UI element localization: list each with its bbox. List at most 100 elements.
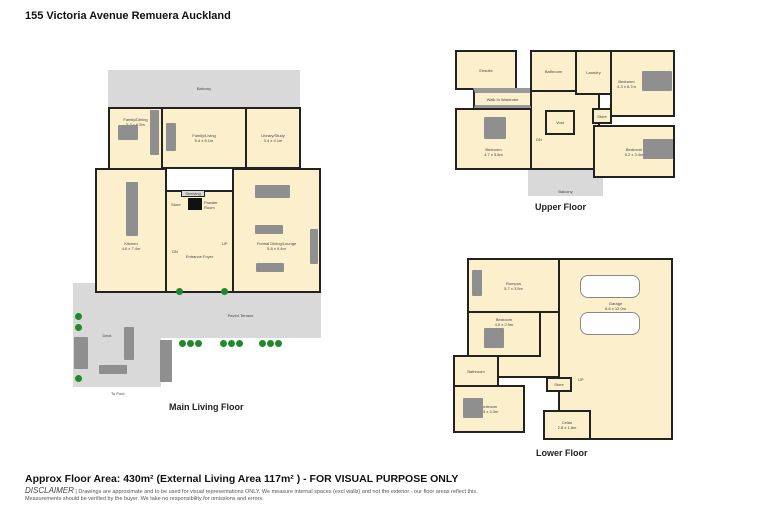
- property-address-title: 155 Victoria Avenue Remuera Auckland: [25, 10, 231, 22]
- room-name: Rumpus: [506, 280, 521, 286]
- room-name: Deck: [102, 332, 112, 338]
- room-dims: 5.4 x 6.1m: [194, 138, 214, 143]
- room-name: Walk In Wardrobe: [486, 96, 519, 102]
- room-dims: 5.2 x 3.4m: [624, 151, 644, 157]
- room-name: Bedroom: [618, 78, 635, 84]
- stairs-down-label: DN: [172, 249, 178, 254]
- room-name: Void: [556, 120, 564, 125]
- plant-icon: [176, 288, 183, 295]
- room-name: Kitchen: [124, 240, 138, 246]
- sofa: [472, 270, 482, 296]
- disclaimer: DISCLAIMER | Drawings are approximate an…: [25, 487, 495, 503]
- room-store: Store: [592, 108, 612, 124]
- room-walk-in-wardrobe: Walk In Wardrobe: [473, 88, 532, 110]
- plant-icon: [75, 324, 82, 331]
- room-name: Bedroom: [495, 317, 513, 322]
- plant-icon: [179, 340, 186, 347]
- room-name: Garage: [608, 301, 623, 306]
- plant-icon: [228, 340, 235, 347]
- room-dims: 5.3 x 6.5m: [126, 122, 145, 127]
- plant-icon: [221, 288, 228, 295]
- room-name: Balcony: [196, 86, 212, 91]
- room-name: Bathroom: [467, 369, 485, 374]
- room-dims: 4.7 x 5.8m: [484, 151, 503, 157]
- car-icon: [580, 275, 640, 298]
- room-void: Void: [545, 110, 575, 135]
- stairs-up-label: UP: [578, 377, 584, 382]
- kitchen-island: [126, 182, 138, 236]
- sofa: [256, 263, 284, 272]
- bed: [484, 328, 504, 348]
- room-dims: 5.5 x 3.3m: [479, 409, 499, 414]
- room-name: Paved Terrace: [227, 312, 254, 318]
- to-pool-label: To Pool: [111, 391, 125, 396]
- floor-area-summary: Approx Floor Area: 430m² (External Livin…: [25, 473, 459, 485]
- shelving: Shelving: [181, 190, 205, 197]
- lower-floor-label: Lower Floor: [536, 448, 588, 458]
- plant-icon: [267, 340, 274, 347]
- room-balcony: Balcony: [528, 168, 603, 196]
- plant-icon: [195, 340, 202, 347]
- room-ensuite: Ensuite: [455, 50, 517, 90]
- plant-icon: [187, 340, 194, 347]
- car-icon: [580, 312, 640, 335]
- powder-room-label: Powder Room: [204, 200, 218, 210]
- room-balcony: Balcony: [108, 70, 300, 107]
- room-dims: 3.4 x 4.1m: [263, 138, 283, 143]
- room-hallway: [530, 90, 600, 170]
- room-name: Store: [554, 382, 564, 387]
- chimney: [188, 198, 202, 210]
- room-dims: 5.7 x 3.5m: [504, 285, 523, 291]
- room-name: Bedroom: [625, 146, 643, 152]
- upper-floor-label: Upper Floor: [535, 202, 586, 212]
- bed: [463, 398, 483, 418]
- room-name: Formal Dining/Lounge: [256, 240, 297, 246]
- bbq: [160, 340, 172, 382]
- room-name: Cellar: [561, 420, 573, 425]
- room-name: Family/Dining: [123, 117, 148, 122]
- room-name: Store: [597, 113, 607, 119]
- room-name: Laundry: [586, 70, 601, 75]
- bed: [642, 71, 672, 91]
- disclaimer-text: | Drawings are approximate and to be use…: [25, 489, 478, 502]
- room-store: Store: [546, 377, 572, 392]
- disclaimer-label: DISCLAIMER: [25, 486, 74, 495]
- room-dims: 2.8 x 1.8m: [557, 425, 577, 430]
- outdoor-sofa: [99, 365, 127, 374]
- room-name: Ensuite: [479, 67, 493, 73]
- room-bathroom: Bathroom: [530, 50, 577, 92]
- main-floor-label: Main Living Floor: [169, 402, 244, 412]
- room-name: Bathroom: [544, 68, 563, 74]
- stairs-down-label: DN: [536, 137, 542, 142]
- room-dims: 5.8 x 9.4m: [267, 245, 286, 251]
- room-dims: 4.5 x 2.9m: [494, 322, 514, 327]
- sofa: [255, 225, 283, 234]
- plant-icon: [236, 340, 243, 347]
- plant-icon: [75, 313, 82, 320]
- room-name: Entrance Foyer: [185, 254, 214, 259]
- plant-icon: [220, 340, 227, 347]
- room-name: Library/Study: [261, 133, 285, 138]
- room-name: Shelving: [185, 191, 201, 196]
- outdoor-sofa: [124, 327, 134, 360]
- room-dims: 4.6 x 7.4m: [121, 245, 141, 251]
- room-dims: 6.8 x 12.0m: [605, 306, 626, 311]
- kitchen-bench: [150, 110, 159, 155]
- plant-icon: [75, 375, 82, 382]
- room-bathroom: Bathroom: [453, 355, 499, 388]
- outdoor-fireplace: [74, 337, 88, 369]
- room-laundry: Laundry: [575, 50, 612, 95]
- room-name: Balcony: [558, 189, 573, 194]
- dining-table: [118, 125, 138, 140]
- bed: [643, 139, 673, 159]
- room-name: Bedroom: [480, 404, 498, 409]
- room-name: Family/Living: [192, 133, 216, 138]
- dining-table: [255, 185, 290, 198]
- store-label: Store: [171, 202, 181, 207]
- bed: [484, 117, 506, 139]
- room-paved-terrace: Paved Terrace: [160, 292, 321, 338]
